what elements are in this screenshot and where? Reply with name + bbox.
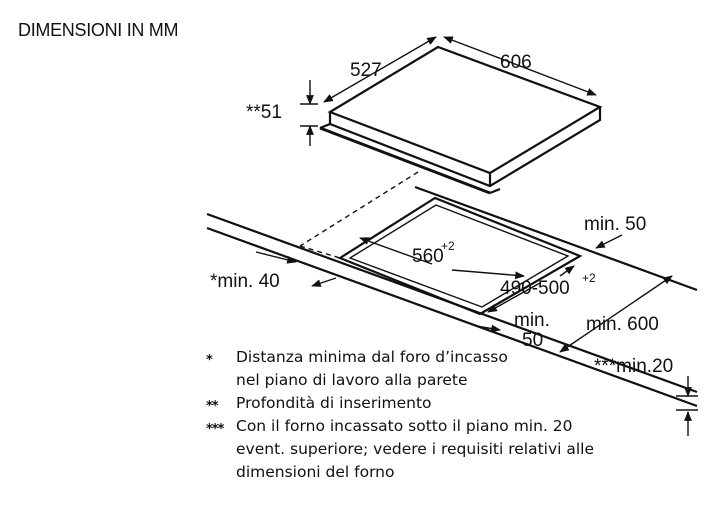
label-min-front-2: 50 <box>522 330 543 351</box>
label-min-front-1: min. <box>514 310 550 331</box>
footnote-3-line-2: event. superiore; vedere i requisiti rel… <box>236 440 595 458</box>
label-cutout-depth: 490-500 <box>500 278 570 299</box>
label-min-thickness: ***min.20 <box>594 356 673 377</box>
footnote-2-line-1: Profondità di inserimento <box>236 394 432 412</box>
label-insertion-depth: **51 <box>246 102 282 123</box>
label-cutout-depth-tolerance: +2 <box>582 271 596 285</box>
footnote-2-mark: ** <box>206 399 219 414</box>
label-min-side: min. 50 <box>584 214 646 235</box>
label-cutout-width-tolerance: +2 <box>441 239 455 253</box>
footnote-3-mark: *** <box>206 422 224 437</box>
footnotes: * Distanza minima dal foro d’incasso nel… <box>206 346 594 484</box>
label-min-worktop: min. 600 <box>586 314 659 335</box>
cutout-outline <box>337 196 583 316</box>
footnote-1-line-1: Distanza minima dal foro d’incasso <box>236 348 508 366</box>
label-hob-width: 606 <box>500 52 532 73</box>
label-min-wall: *min. 40 <box>210 271 280 292</box>
label-cutout-width: 560 <box>412 246 444 267</box>
footnote-3-line-1: Con il forno incassato sotto il piano mi… <box>236 417 573 435</box>
label-hob-depth: 527 <box>350 60 382 81</box>
footnote-3-line-3: dimensioni del forno <box>236 463 395 481</box>
footnote-1: * Distanza minima dal foro d’incasso nel… <box>206 346 594 392</box>
footnote-2: ** Profondità di inserimento <box>206 392 594 415</box>
diagram-title: DIMENSIONI IN MM <box>18 20 179 40</box>
footnote-1-line-2: nel piano di lavoro alla parete <box>236 371 468 389</box>
projection-lines <box>299 171 419 259</box>
footnote-3: *** Con il forno incassato sotto il pian… <box>206 415 594 484</box>
dimension-lines <box>255 36 698 436</box>
footnote-1-mark: * <box>206 353 213 368</box>
